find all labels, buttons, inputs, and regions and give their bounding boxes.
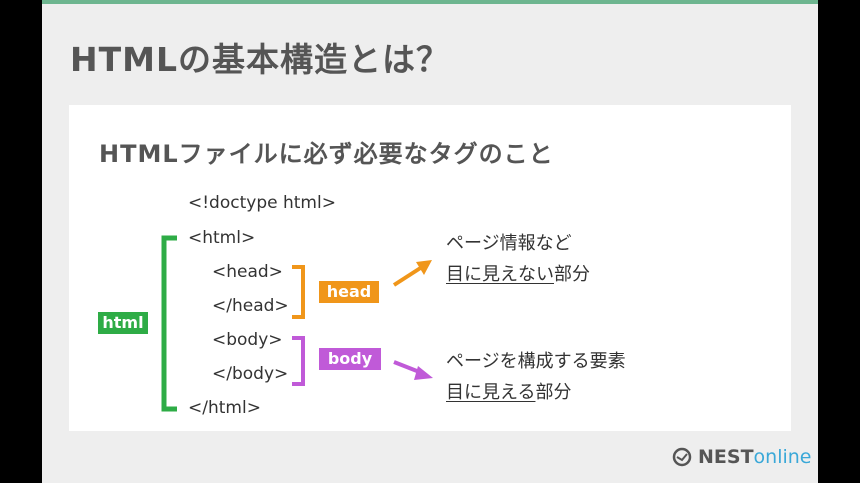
card-subtitle: HTMLファイルに必ず必要なタグのこと xyxy=(99,140,554,168)
logo-brand-bold: NEST xyxy=(698,446,754,468)
slide: HTMLの基本構造とは？ HTMLファイルに必ず必要なタグのこと <!docty… xyxy=(42,0,818,483)
body-badge: body xyxy=(319,348,381,370)
head-desc-rest: 部分 xyxy=(554,264,590,285)
diagram-overlay xyxy=(161,235,433,412)
logo-brand-light: online xyxy=(753,446,812,468)
head-badge: head xyxy=(319,281,379,303)
body-desc-line1: ページを構成する要素 xyxy=(446,351,626,372)
head-desc-line1: ページ情報など xyxy=(446,233,572,254)
body-bracket xyxy=(292,336,305,386)
head-desc-underlined: 目に見えない xyxy=(446,264,554,285)
code-head-open: <head> xyxy=(212,262,283,282)
head-desc-line2: 目に見えない部分 xyxy=(446,260,590,286)
bird-circle-icon xyxy=(672,447,692,467)
code-head-close: </head> xyxy=(212,296,289,316)
slide-title: HTMLの基本構造とは？ xyxy=(70,40,450,79)
code-html-open: <html> xyxy=(188,228,256,248)
head-bracket xyxy=(292,265,305,319)
html-badge: html xyxy=(98,312,148,334)
code-body-close: </body> xyxy=(212,364,289,384)
head-arrow-icon xyxy=(392,260,432,287)
top-accent-bar xyxy=(42,0,818,4)
code-doctype: <!doctype html> xyxy=(188,193,336,213)
code-body-open: <body> xyxy=(212,330,283,350)
body-arrow-icon xyxy=(393,360,433,380)
code-html-close: </html> xyxy=(188,398,261,418)
html-bracket xyxy=(161,235,177,412)
body-desc-rest: 部分 xyxy=(535,382,572,403)
body-desc-underlined: 目に見える xyxy=(446,382,536,403)
body-desc-line2: 目に見える部分 xyxy=(446,378,571,404)
